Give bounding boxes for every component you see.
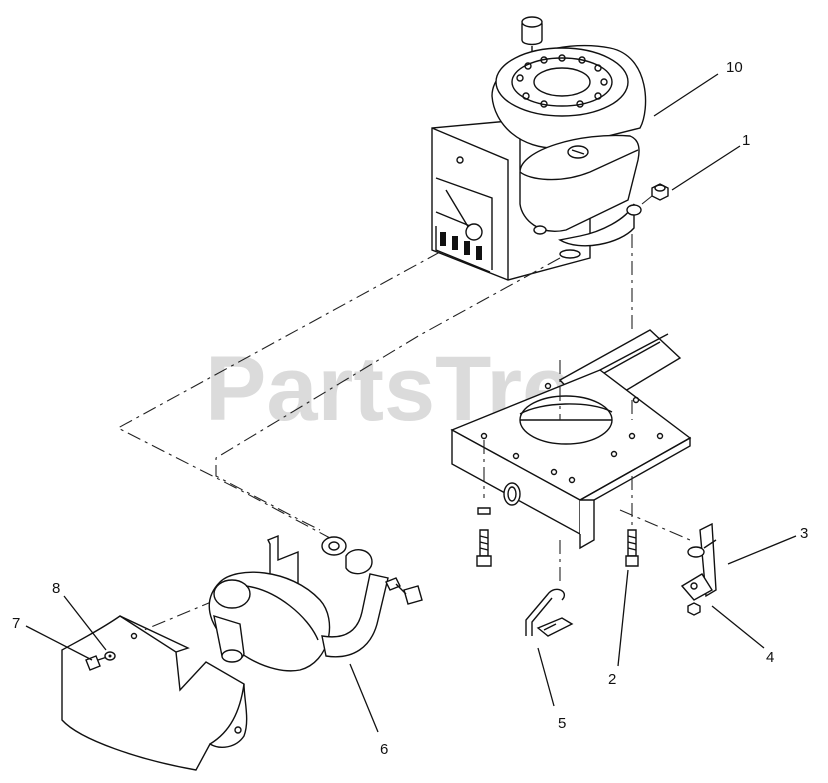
- part-2-bolt[interactable]: [625, 529, 639, 567]
- engine-assembly[interactable]: [431, 16, 647, 281]
- part-7-bolt[interactable]: [85, 655, 111, 671]
- part-1-nut[interactable]: [641, 183, 669, 205]
- callout-5: 5: [558, 715, 566, 732]
- part-5-hook[interactable]: [525, 588, 574, 637]
- plate-bolt[interactable]: [476, 507, 492, 567]
- part-6-muffler[interactable]: [208, 534, 423, 672]
- callouts: 10 1 3 4 2 5 6 7 8: [12, 59, 808, 758]
- callout-6: 6: [380, 741, 388, 758]
- leader-lines: [25, 73, 797, 733]
- part-3-bracket[interactable]: [687, 522, 717, 598]
- callout-2: 2: [608, 671, 616, 688]
- assembly-guide-lines: [116, 234, 691, 641]
- callout-8: 8: [52, 580, 60, 597]
- part-4-clip[interactable]: [680, 573, 713, 616]
- callout-10: 10: [726, 59, 743, 76]
- callout-4: 4: [766, 649, 774, 666]
- callout-3: 3: [800, 525, 808, 542]
- part-8-washer[interactable]: [104, 651, 116, 661]
- mounting-plate[interactable]: [450, 329, 692, 550]
- callout-1: 1: [742, 132, 750, 149]
- callout-7: 7: [12, 615, 20, 632]
